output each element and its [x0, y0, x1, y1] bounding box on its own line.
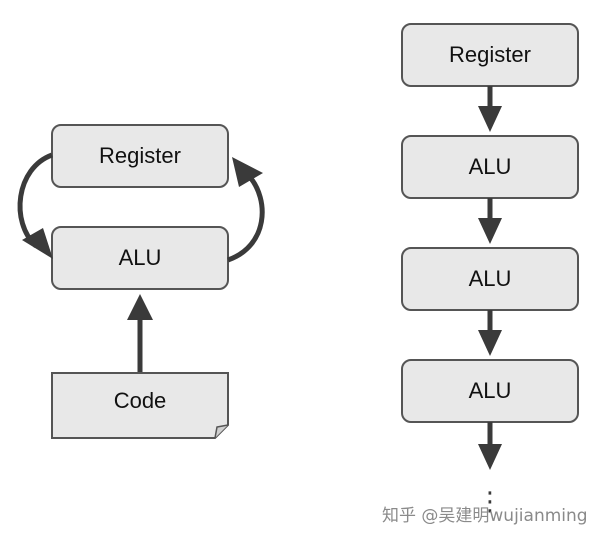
left-alu-label: ALU — [119, 245, 162, 270]
left-alu-node: ALU — [51, 226, 229, 290]
left-code-node: Code — [51, 372, 229, 439]
left-diagram: Register ALU Code — [17, 124, 265, 439]
right-alu-label-1: ALU — [469, 154, 512, 179]
right-alu-node-2: ALU — [401, 247, 579, 311]
right-alu-label-2: ALU — [469, 266, 512, 291]
right-register-node: Register — [401, 23, 579, 87]
arrow-alu-to-register-loop — [227, 157, 265, 263]
left-code-fold — [214, 424, 229, 439]
right-alu-node-3: ALU — [401, 359, 579, 423]
left-code-label: Code — [114, 388, 167, 413]
arrow-alu-2-to-alu-3 — [478, 310, 502, 356]
continuation-dots: ⋮ — [477, 487, 503, 517]
arrow-register-to-alu-1 — [478, 86, 502, 132]
right-diagram: Register ALU ALU ALU — [401, 23, 579, 517]
right-alu-label-3: ALU — [469, 378, 512, 403]
left-register-label: Register — [99, 143, 181, 168]
watermark: 知乎 @吴建明wujianming — [382, 506, 588, 526]
arrow-code-to-alu — [127, 294, 153, 372]
left-register-node: Register — [51, 124, 229, 188]
arrow-register-to-alu-loop — [17, 152, 53, 259]
right-alu-node-1: ALU — [401, 135, 579, 199]
arrow-alu-3-to-continuation — [478, 422, 502, 470]
right-register-label: Register — [449, 42, 531, 67]
arrow-alu-1-to-alu-2 — [478, 198, 502, 244]
